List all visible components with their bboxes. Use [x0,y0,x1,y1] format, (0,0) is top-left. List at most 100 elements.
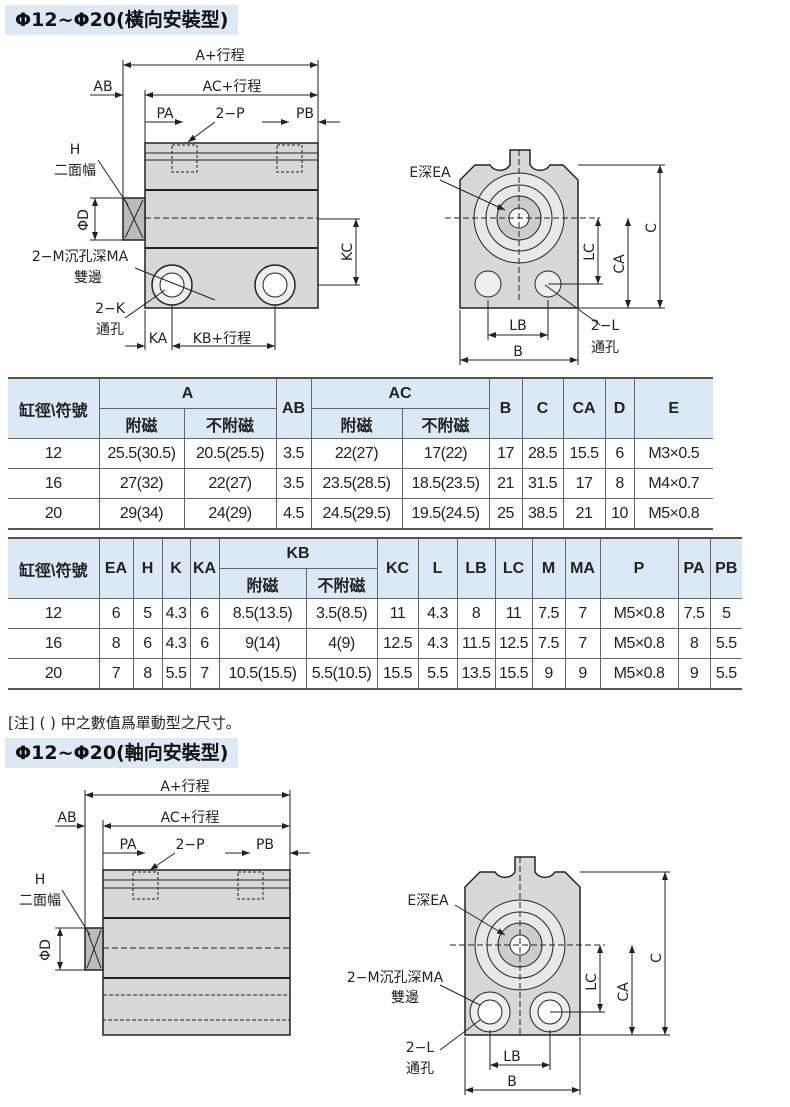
table-cell: 25.5(30.5) [98,438,185,469]
label-h: H [70,142,81,158]
label-ac: AC+行程 [161,810,220,826]
label-kb: KB+行程 [193,331,252,347]
header-c: C [521,377,564,439]
label-pa: PA [156,106,174,122]
table-cell: 15.5 [376,658,419,690]
table-cell: 5.5 [709,628,743,659]
table-cell: 9 [531,658,566,690]
side-view-drawing-2 [55,790,310,1036]
table-cell: 29(34) [98,498,185,530]
section-title-axial-mount: Φ12~Φ20(軸向安裝型) [5,738,239,768]
table-cell: 18.5(23.5) [401,468,490,499]
table-cell: 11 [494,598,533,629]
table-cell: 5 [709,598,743,629]
table-cell: 7 [564,628,601,659]
front-view-drawing-2 [439,856,670,1095]
header-kb: KB [218,537,378,569]
table-cell: 23.5(28.5) [310,468,403,499]
table-cell: 10.5(15.5) [218,658,307,690]
table-cell: 11 [376,598,419,629]
table-cell: 7.5 [677,598,711,629]
table-cell: 17(22) [401,438,490,469]
labels-section-2: A+行程 AC+行程 AB PA 2−P PB H 二面幅 ΦD E深EA 2−… [19,779,665,1090]
table-cell: 27(32) [98,468,185,499]
header-b: B [488,377,523,439]
table-cell: 6 [98,598,134,629]
front-view-drawing-1 [439,149,665,365]
table-cell: 25 [488,498,523,530]
header-ma: MA [564,537,601,599]
table-cell: M4×0.7 [633,468,714,499]
header-lc: LC [494,537,533,599]
header-kb-magnetic: 附磁 [219,568,307,599]
table-cell: 22(27) [183,468,277,499]
table-cell: 8 [456,598,496,629]
table-cell: 7 [98,658,134,690]
table-cell: 5.5(10.5) [305,658,378,690]
table-cell: 11.5 [456,628,496,659]
table-cell: 7 [564,598,601,629]
header-l: L [417,537,458,599]
label-ca: CA [616,982,632,1002]
table-cell: 8 [98,628,134,659]
label-k-through: 通孔 [96,322,124,338]
table-cell: 31.5 [521,468,564,499]
table-cell: 3.5(8.5) [305,598,378,629]
label-h-width: 二面幅 [54,163,96,179]
table-cell: 6 [604,438,635,469]
label-l-through: 通孔 [406,1061,434,1077]
header-bore: 缸徑\符號 [8,537,100,599]
label-lc: LC [582,243,598,261]
header-pa: PA [677,537,711,599]
header-p: P [599,537,679,599]
label-lc: LC [584,973,600,991]
table-cell: 4(9) [305,628,378,659]
table-cell: 28.5 [521,438,564,469]
table-cell: 15.5 [494,658,533,690]
table-cell: 10 [604,498,635,530]
table-cell: 8.5(13.5) [218,598,307,629]
table-cell: 8 [604,468,635,499]
table-cell: 4.5 [275,498,312,530]
table-cell: 4.3 [417,598,458,629]
label-e: E深EA [407,893,449,909]
header-a-magnetic: 附磁 [99,408,185,439]
table-cell: 8 [677,628,711,659]
table-cell: 4.3 [417,628,458,659]
header-ab: AB [275,377,312,439]
table-cell: 3.5 [275,438,312,469]
table-cell: M3×0.5 [633,438,714,469]
table-cell: 4.3 [161,628,191,659]
label-c: C [649,953,665,963]
label-m-both: 雙邊 [74,270,102,286]
table-cell: 6 [189,628,220,659]
table-cell: 5.5 [417,658,458,690]
label-l-through: 通孔 [591,340,619,356]
label-k: 2−K [95,301,126,317]
table-cell: M5×0.8 [599,628,679,659]
table-cell: 24.5(29.5) [310,498,403,530]
label-kc: KC [340,243,356,261]
bore-size-cell: 12 [8,598,100,629]
label-d: ΦD [76,209,92,231]
table-cell: 22(27) [310,438,403,469]
label-m: 2−M沉孔深MA [32,249,129,265]
table-cell: 12.5 [376,628,419,659]
table-cell: 7 [189,658,220,690]
bore-size-cell: 20 [8,498,100,530]
table-cell: 24(29) [183,498,277,530]
side-view-drawing-1 [90,60,360,350]
table-cell: 12.5 [494,628,533,659]
table-cell: 9(14) [218,628,307,659]
label-h-width: 二面幅 [19,893,61,909]
table-cell: 7.5 [531,628,566,659]
label-m: 2−M沉孔深MA [347,970,444,986]
header-m: M [531,537,566,599]
label-l: 2−L [591,318,620,334]
table-cell: 15.5 [562,438,606,469]
